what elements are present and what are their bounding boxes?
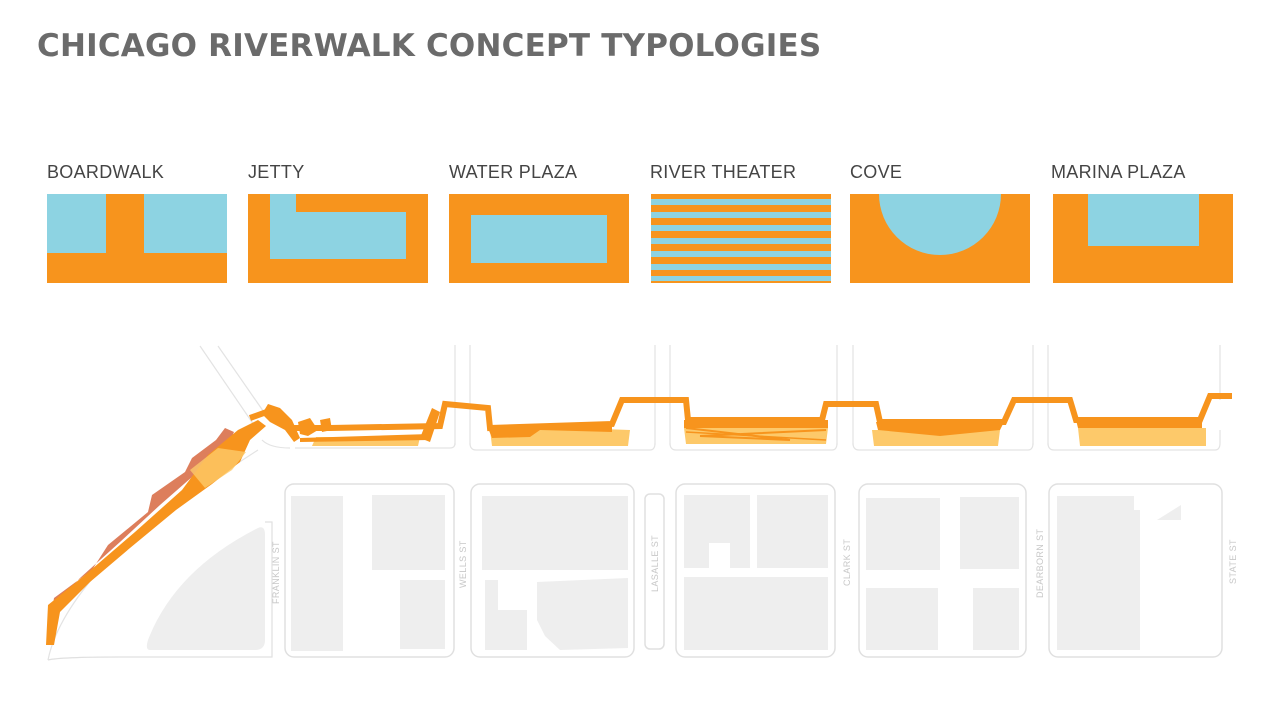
city-block-clark-dearborn xyxy=(858,483,1027,658)
city-block-wells-lasalle xyxy=(470,483,635,658)
street-label-franklin: FRANKLIN ST xyxy=(271,541,281,604)
city-block-lasalle-clark xyxy=(675,483,836,658)
city-block-dearborn-state xyxy=(1048,483,1223,658)
typology-label-cove: COVE xyxy=(850,162,903,182)
street-label-dearborn: DEARBORN ST xyxy=(1035,528,1045,598)
typology-diagram-river-theater xyxy=(651,194,831,283)
typology-label-river-theater: RIVER THEATER xyxy=(650,162,797,182)
typology-diagram-marina-plaza xyxy=(1053,194,1233,283)
typology-label-boardwalk: BOARDWALK xyxy=(47,162,165,182)
riverwalk-path-plan xyxy=(46,393,1232,645)
street-label-state: STATE ST xyxy=(1228,539,1238,584)
typology-diagram-boardwalk xyxy=(47,194,227,283)
page-title: CHICAGO RIVERWALK CONCEPT TYPOLOGIES xyxy=(37,28,822,64)
street-label-clark: CLARK ST xyxy=(842,539,852,586)
street-label-lasalle: LASALLE ST xyxy=(650,535,660,592)
typology-diagram-cove xyxy=(850,194,1030,283)
typology-diagram-jetty xyxy=(248,194,428,283)
typology-diagram-water-plaza xyxy=(449,194,629,283)
typology-label-water-plaza: WATER PLAZA xyxy=(449,162,578,182)
city-block-west-triangle xyxy=(47,521,273,661)
street-label-wells: WELLS ST xyxy=(458,540,468,588)
city-block-franklin-wells xyxy=(284,483,455,658)
city-block-lasalle-median xyxy=(644,493,665,650)
typology-label-marina-plaza: MARINA PLAZA xyxy=(1051,162,1186,182)
typology-label-jetty: JETTY xyxy=(248,162,305,182)
